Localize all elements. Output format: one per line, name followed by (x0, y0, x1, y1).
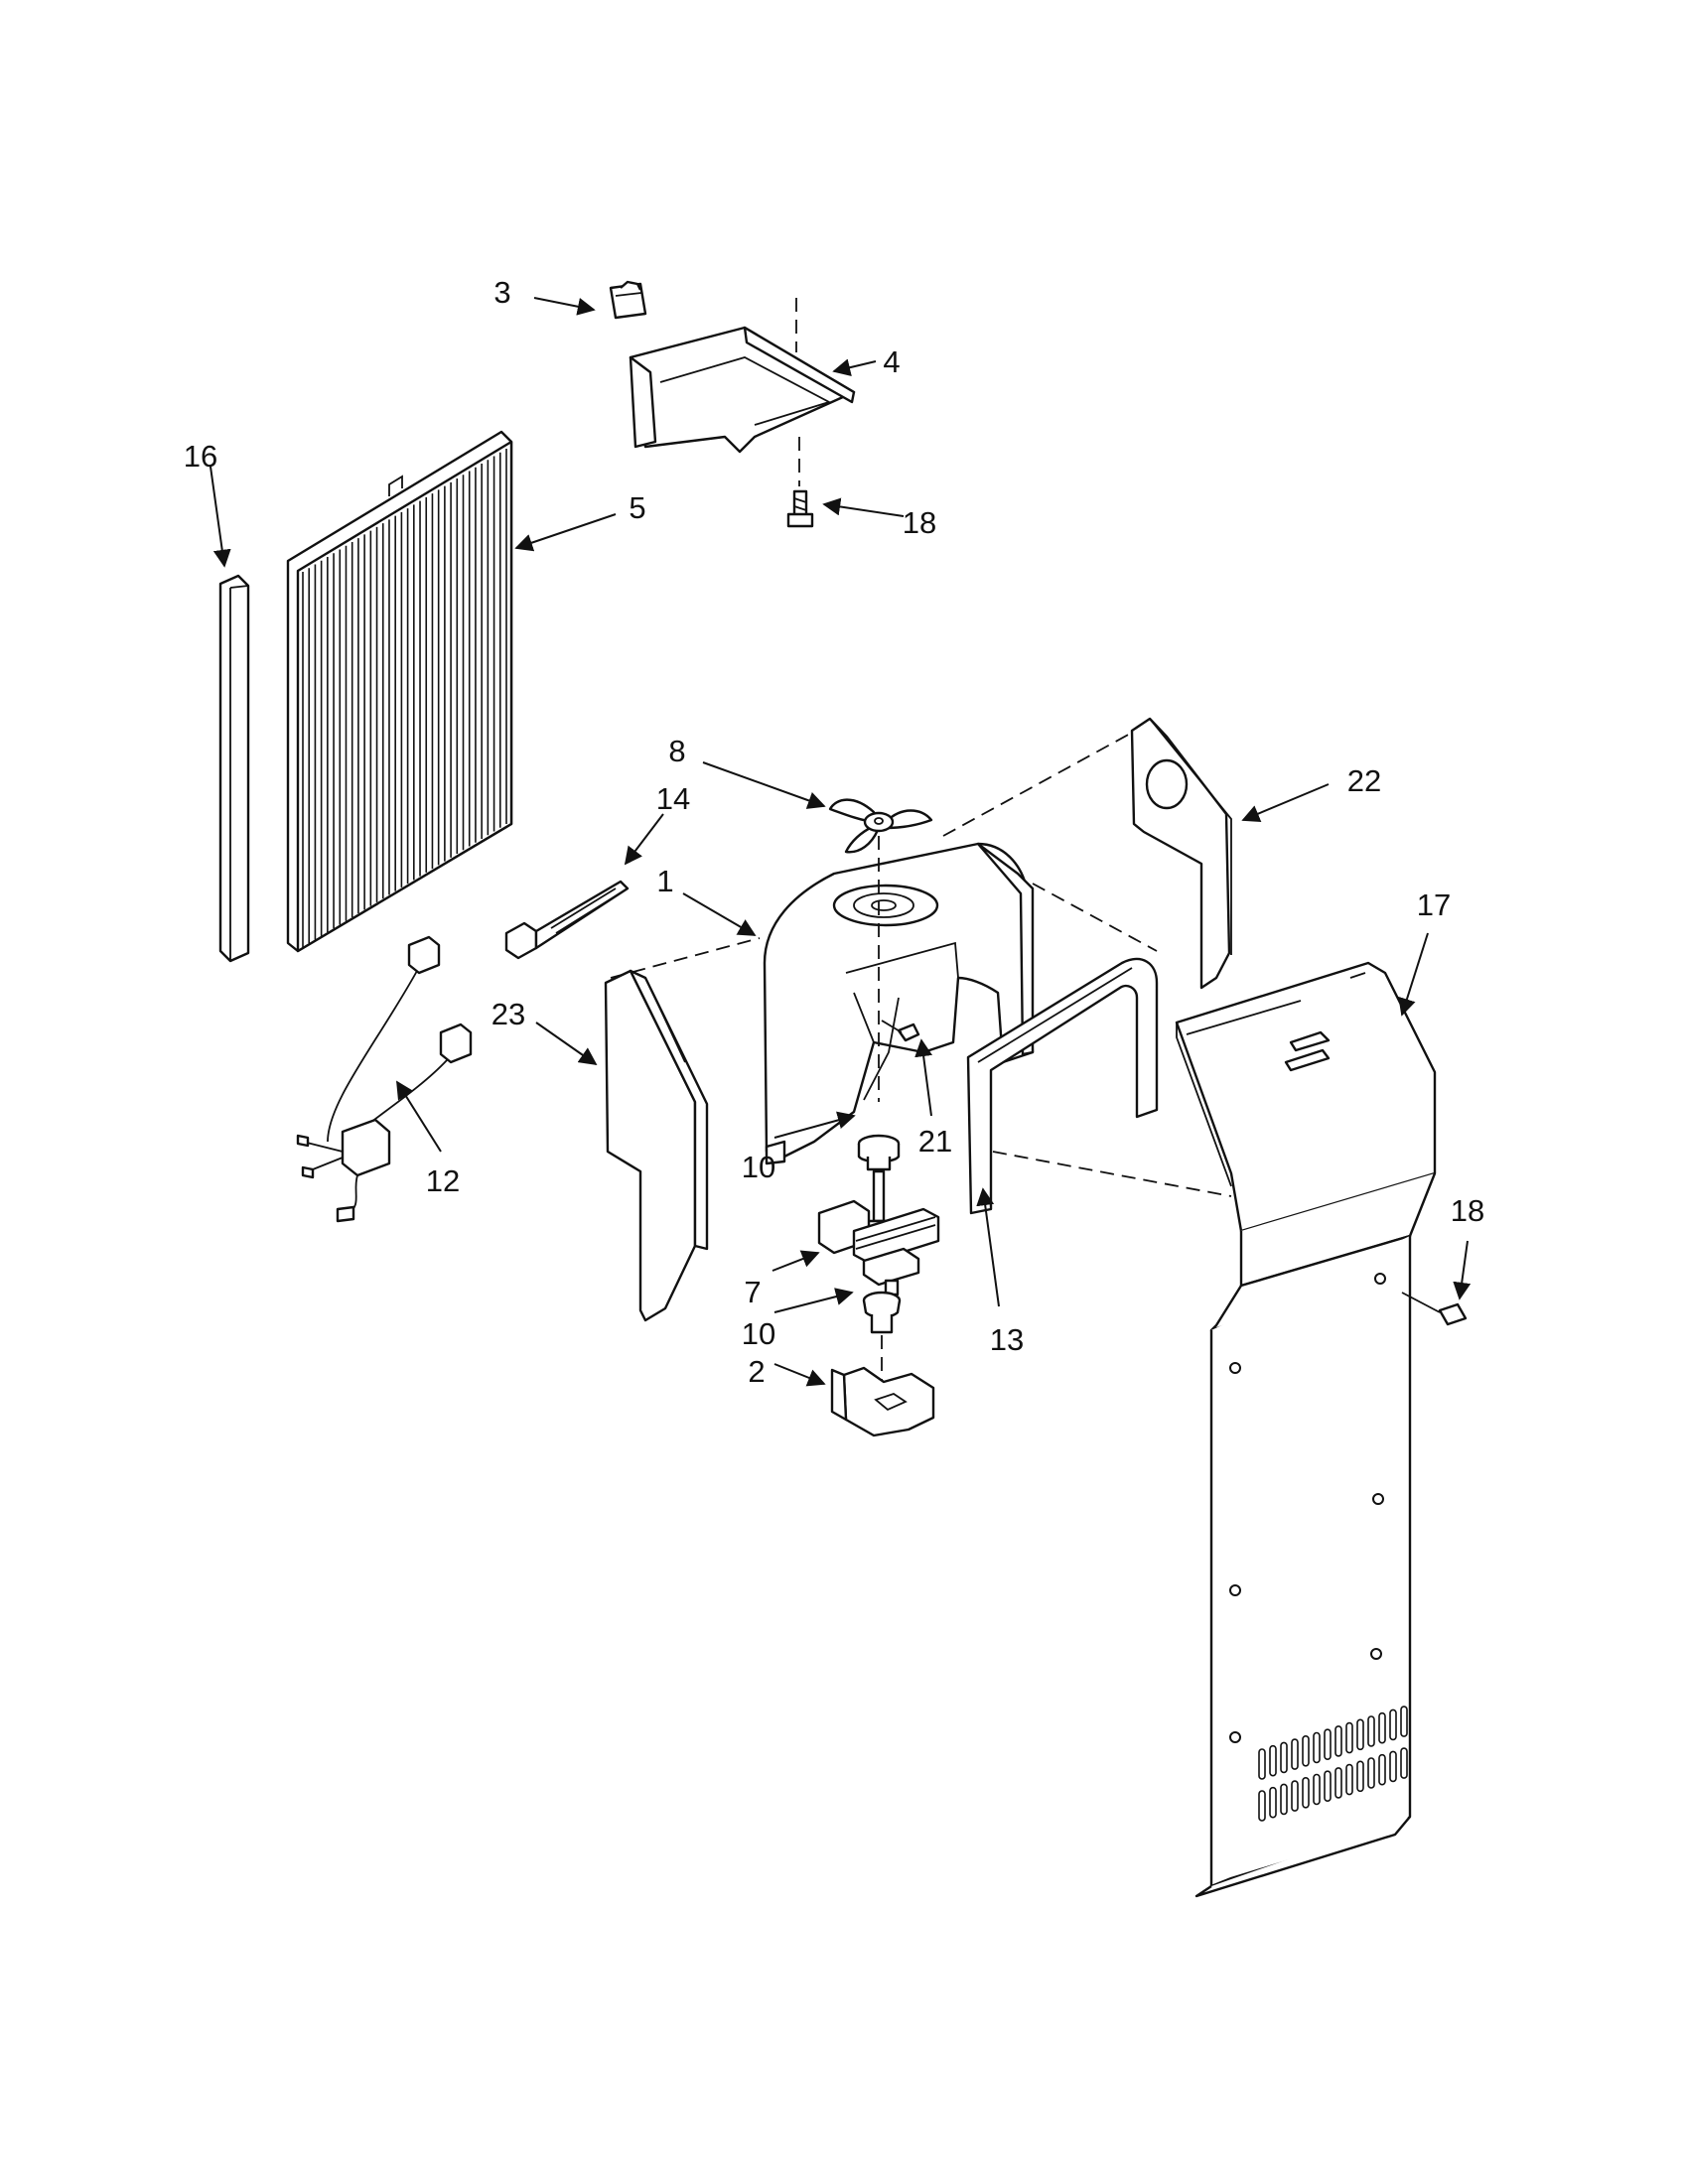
callout-21: 21 (918, 1124, 952, 1159)
vent-slot (1334, 1725, 1342, 1757)
callout-14: 14 (656, 781, 690, 816)
vent-slot (1258, 1790, 1266, 1822)
callout-1: 1 (656, 864, 673, 898)
part-12-wire-harness (296, 935, 473, 1223)
part-4-bracket (629, 298, 856, 486)
vent-slot (1367, 1757, 1375, 1789)
callout-5: 5 (629, 490, 645, 525)
vent-slot (1389, 1708, 1397, 1741)
callout-12: 12 (426, 1163, 460, 1198)
callout-labels: 3 4 16 5 18 8 14 1 22 17 23 12 10 21 18 … (184, 275, 1484, 1389)
vent-slot (1269, 1786, 1277, 1819)
alignment-lines (610, 732, 1232, 1197)
vent-slot (1400, 1747, 1408, 1779)
vent-slot (1345, 1763, 1353, 1796)
part-7-fan-motor (817, 1199, 940, 1297)
callout-23: 23 (491, 997, 525, 1031)
callout-10: 10 (742, 1316, 775, 1351)
vent-slot (1291, 1738, 1299, 1770)
part-18-screw-top (786, 489, 814, 528)
callout-17: 17 (1417, 887, 1451, 922)
callout-4: 4 (883, 344, 900, 379)
vent-slot (1291, 1780, 1299, 1812)
vent-slot (1356, 1760, 1364, 1793)
callout-7: 7 (744, 1275, 761, 1309)
vent-slot (1258, 1748, 1266, 1780)
vent-slot (1269, 1744, 1277, 1777)
part-22-baffle (1130, 717, 1232, 990)
vent-slot (1378, 1753, 1386, 1786)
part-21-screw (881, 1020, 920, 1042)
callout-13: 13 (990, 1322, 1024, 1357)
vent-slot (1280, 1741, 1288, 1774)
callout-22: 22 (1347, 763, 1381, 798)
vent-slot (1345, 1721, 1353, 1754)
vent-slot (1334, 1767, 1342, 1799)
vent-slot (1400, 1706, 1408, 1737)
part-1-fan-shroud (763, 842, 1035, 1165)
part-3-clip (609, 280, 647, 320)
part-18-screw-right (1401, 1292, 1468, 1326)
leader-lines (210, 297, 1472, 1387)
part-13-u-gasket (966, 957, 1159, 1215)
callout-18: 18 (903, 505, 936, 540)
callout-18: 18 (1451, 1193, 1484, 1228)
part-16-seal-strip (218, 574, 250, 963)
vent-slot (1302, 1735, 1310, 1767)
vent-slot (1367, 1715, 1375, 1747)
callout-10: 10 (742, 1150, 775, 1184)
vent-slot (1302, 1777, 1310, 1809)
callout-16: 16 (184, 439, 217, 474)
vent-slot (1378, 1711, 1386, 1744)
vent-slot (1313, 1773, 1321, 1806)
vent-slot (1356, 1718, 1364, 1751)
vent-slot (1324, 1770, 1332, 1802)
vent-slot (1280, 1783, 1288, 1816)
part-17-rear-panel (1175, 961, 1437, 1898)
part-23-side-panel (604, 969, 709, 1322)
vent-slot (1389, 1750, 1397, 1783)
vent-slot (1324, 1728, 1332, 1760)
callout-2: 2 (748, 1354, 765, 1389)
part-10-grommet-upper (857, 1134, 901, 1171)
callout-3: 3 (493, 275, 510, 310)
vent-slot (1313, 1731, 1321, 1764)
part-2-motor-bracket (830, 1366, 935, 1437)
part-8-fan-blade (828, 798, 933, 1102)
part-14-sensor (504, 880, 630, 960)
part-5-condenser-panel (286, 430, 513, 953)
callout-8: 8 (668, 734, 685, 768)
